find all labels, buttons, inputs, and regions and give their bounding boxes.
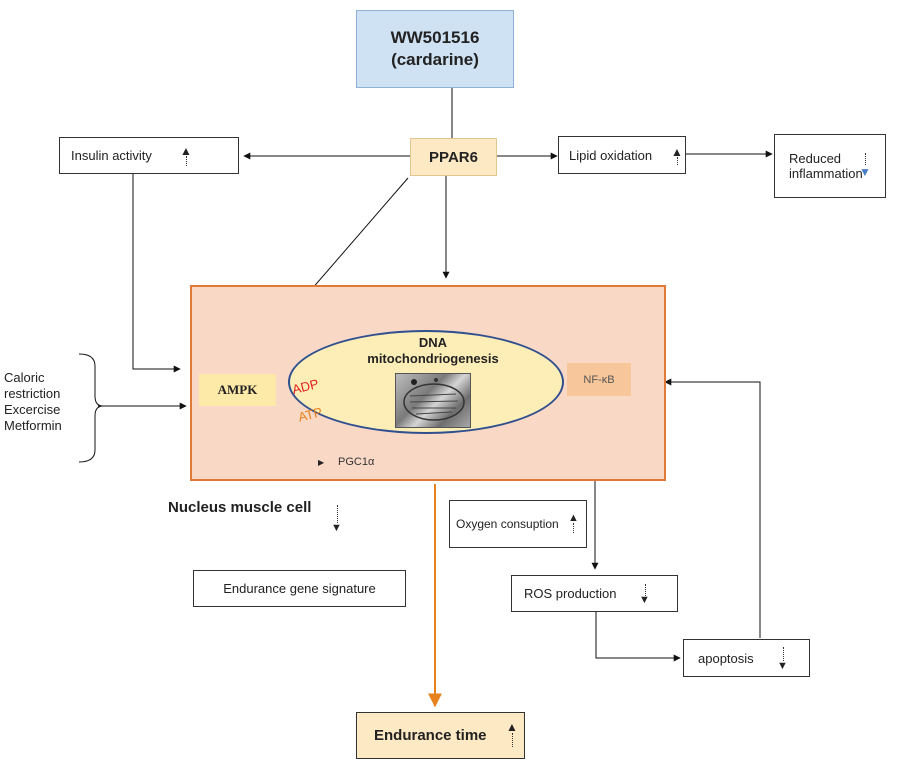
drug-box: WW501516 (cardarine): [356, 10, 514, 88]
up-arrow-icon: ▲: [568, 512, 579, 524]
inputs-list: Caloric restriction Excercise Metformin: [4, 370, 62, 434]
input-exercise: Excercise: [4, 402, 61, 417]
nfkb-label: NF-κB: [583, 373, 615, 386]
ampk-label: AMPK: [217, 382, 258, 397]
drug-alias: (cardarine): [391, 50, 479, 69]
down-arrow-icon: ▼: [331, 522, 342, 534]
nucleus-label: Nucleus muscle cell: [168, 499, 312, 516]
input-caloric: Caloric: [4, 370, 45, 385]
down-arrow-icon: ▼: [777, 660, 788, 672]
ros-box: ROS production ▼: [511, 575, 678, 612]
receptor-box: PPAR6: [410, 138, 497, 176]
up-arrow-icon: ▲: [506, 720, 518, 734]
oxygen-label: Oxygen consuption: [456, 517, 559, 531]
nfkb-box: NF-κB: [567, 363, 631, 396]
receptor-label: PPAR6: [429, 148, 478, 166]
up-arrow-icon: ▲: [671, 145, 683, 159]
input-metformin: Metformin: [4, 418, 62, 433]
inflammation-box: Reduced inflammation ▼: [774, 134, 886, 198]
apoptosis-to-nfkb-arrow: [664, 378, 761, 638]
endurance-gene-box: Endurance gene signature: [193, 570, 406, 607]
insulin-label: Insulin activity: [71, 148, 152, 163]
dna-label: DNA: [418, 335, 448, 350]
insulin-to-ampk-arrow: [132, 174, 181, 373]
down-arrow-icon: ▼: [639, 594, 650, 606]
up-arrow-icon: ▲: [180, 144, 192, 158]
endurance-time-label: Endurance time: [374, 727, 487, 744]
ampk-box: AMPK: [199, 374, 276, 406]
dotted-line-icon: [783, 647, 784, 661]
apoptosis-box: apoptosis ▼: [683, 639, 810, 677]
input-restriction: restriction: [4, 386, 61, 401]
dotted-line-icon: [186, 156, 187, 166]
ros-label: ROS production: [524, 586, 617, 601]
dotted-line-icon: [865, 153, 866, 165]
inflammation-label-2: inflammation: [789, 166, 863, 181]
dotted-line-icon: [512, 733, 513, 747]
dotted-line-icon: [677, 157, 678, 165]
inflammation-label-1: Reduced: [789, 151, 842, 166]
mito-label: mitochondriogenesis: [367, 351, 499, 366]
dotted-line-icon: [645, 584, 646, 596]
inputs-brace: [78, 353, 104, 463]
apoptosis-label: apoptosis: [698, 650, 754, 666]
endurance-time-box: Endurance time ▲: [356, 712, 525, 759]
pgc-marker: ▶: [318, 458, 325, 467]
down-arrow-icon: ▼: [859, 165, 871, 179]
dotted-line-icon: [337, 505, 338, 523]
mitochondria-image: [395, 373, 471, 428]
ros-to-apoptosis-arrow: [595, 612, 681, 662]
drug-name: WW501516: [390, 28, 480, 47]
insulin-box: Insulin activity ▲: [59, 137, 239, 174]
lipid-box: Lipid oxidation ▲: [558, 136, 686, 174]
pgc-label: PGC1α: [338, 456, 375, 468]
lipid-label: Lipid oxidation: [569, 147, 653, 163]
dna-title: DNA mitochondriogenesis: [348, 335, 518, 367]
oxygen-box: Oxygen consuption ▲: [449, 500, 587, 548]
dotted-line-icon: [573, 523, 574, 533]
endurance-gene-label: Endurance gene signature: [223, 581, 376, 596]
mitochondria-cristae: [403, 378, 465, 421]
